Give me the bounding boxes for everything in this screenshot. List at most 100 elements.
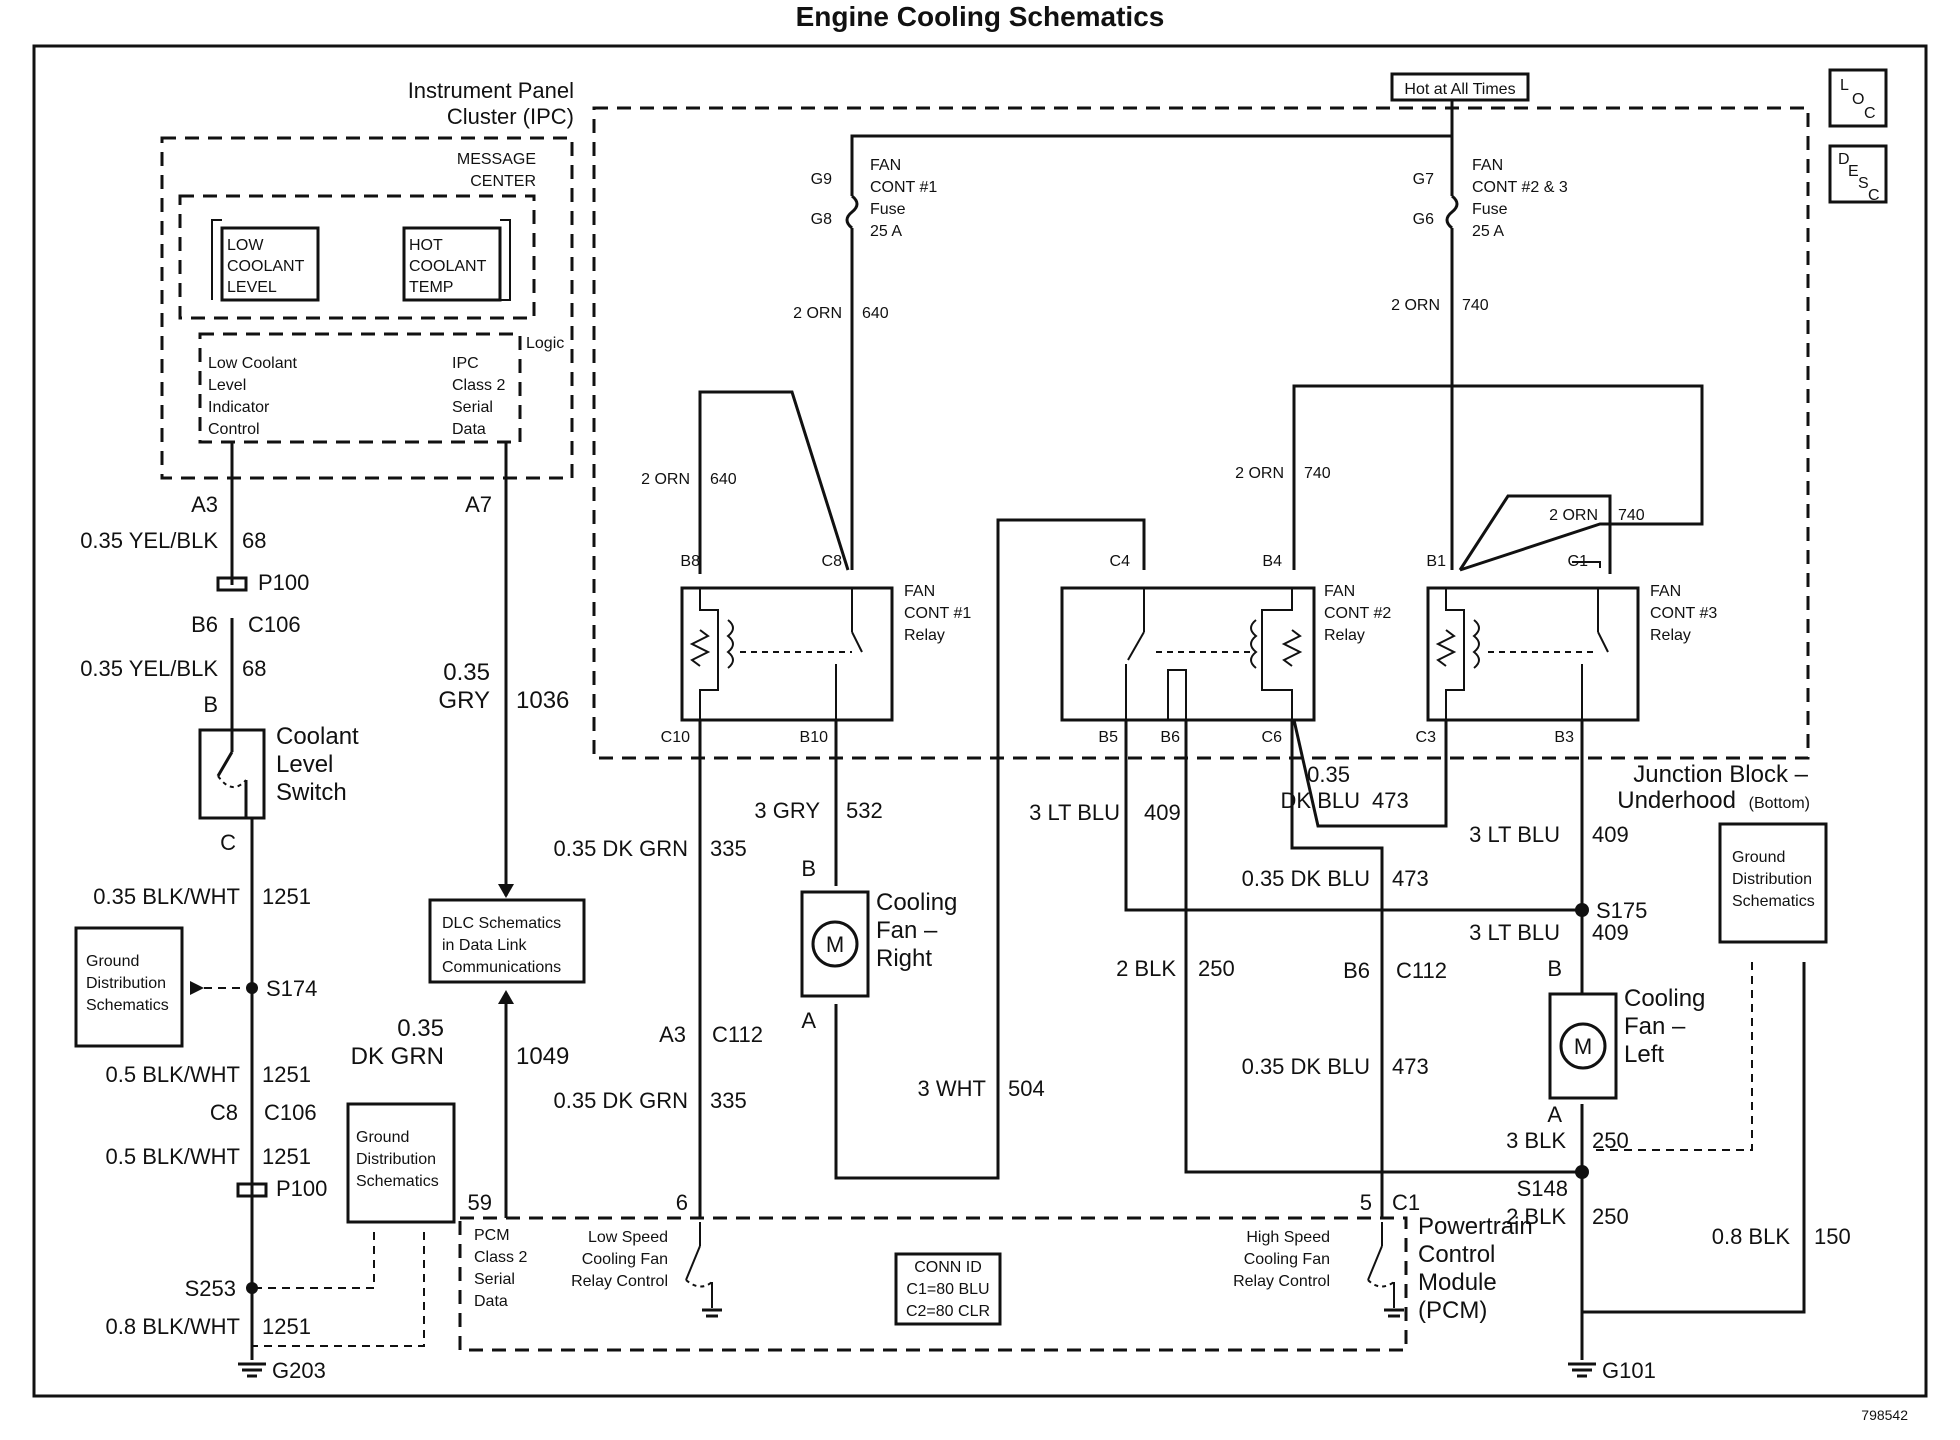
loc-button[interactable]: L O C xyxy=(1828,68,1888,128)
junction-block-label: Junction Block – xyxy=(1633,761,1808,788)
svg-text:532: 532 xyxy=(846,798,883,823)
svg-text:C112: C112 xyxy=(712,1022,763,1047)
svg-text:Fan –: Fan – xyxy=(1624,1013,1686,1040)
arrow-icon xyxy=(190,981,204,995)
svg-text:3 GRY: 3 GRY xyxy=(754,798,820,823)
svg-text:B: B xyxy=(203,692,218,717)
svg-text:1251: 1251 xyxy=(262,1314,311,1339)
svg-text:409: 409 xyxy=(1592,920,1629,945)
svg-text:C8: C8 xyxy=(822,553,843,570)
svg-text:FAN: FAN xyxy=(1324,583,1355,600)
svg-text:Cooling Fan: Cooling Fan xyxy=(1244,1251,1330,1268)
svg-text:0.35 DK GRN: 0.35 DK GRN xyxy=(554,836,689,861)
svg-text:68: 68 xyxy=(242,528,266,553)
cooling-fan-left-motor: M xyxy=(1548,992,1618,1100)
svg-text:DLC Schematics: DLC Schematics xyxy=(442,915,561,932)
svg-text:CONT #2: CONT #2 xyxy=(1324,605,1391,622)
svg-text:P100: P100 xyxy=(276,1176,327,1201)
ground-distribution-right[interactable]: Ground Distribution Schematics xyxy=(1718,822,1828,944)
svg-text:B10: B10 xyxy=(800,729,829,746)
svg-text:Communications: Communications xyxy=(442,959,561,976)
svg-text:740: 740 xyxy=(1618,507,1645,524)
svg-text:CONN ID: CONN ID xyxy=(914,1259,982,1276)
svg-text:C1=80 BLU: C1=80 BLU xyxy=(906,1281,989,1298)
svg-text:E: E xyxy=(1848,163,1859,180)
dlc-schematics-link[interactable]: DLC Schematics in Data Link Communicatio… xyxy=(428,898,586,984)
svg-text:1049: 1049 xyxy=(516,1043,569,1070)
svg-text:Distribution: Distribution xyxy=(1732,871,1812,888)
svg-text:0.35: 0.35 xyxy=(1307,762,1350,787)
svg-text:C10: C10 xyxy=(661,729,690,746)
svg-text:G7: G7 xyxy=(1413,171,1434,188)
svg-text:Distribution: Distribution xyxy=(356,1151,436,1168)
svg-text:G9: G9 xyxy=(811,171,832,188)
svg-text:Ground: Ground xyxy=(1732,849,1785,866)
svg-text:3 WHT: 3 WHT xyxy=(918,1076,986,1101)
svg-text:0.8 BLK: 0.8 BLK xyxy=(1712,1224,1791,1249)
svg-text:2 ORN: 2 ORN xyxy=(793,305,842,322)
svg-text:409: 409 xyxy=(1592,822,1629,847)
figure-code: 798542 xyxy=(1861,1407,1908,1423)
svg-text:S: S xyxy=(1858,175,1869,192)
ground-icon xyxy=(702,1308,722,1318)
svg-text:B5: B5 xyxy=(1098,729,1118,746)
svg-text:A: A xyxy=(801,1008,816,1033)
svg-text:2 BLK: 2 BLK xyxy=(1506,1204,1566,1229)
svg-text:COOLANT: COOLANT xyxy=(409,258,487,275)
svg-text:L: L xyxy=(1840,77,1849,94)
svg-text:1251: 1251 xyxy=(262,1144,311,1169)
svg-text:O: O xyxy=(1852,91,1864,108)
svg-text:409: 409 xyxy=(1144,800,1181,825)
svg-text:in Data Link: in Data Link xyxy=(442,937,527,954)
svg-text:High Speed: High Speed xyxy=(1246,1229,1330,1246)
svg-text:0.35: 0.35 xyxy=(397,1015,444,1042)
ipc-serial-wire: A7 0.35 GRY 1036 xyxy=(438,442,569,898)
svg-text:Low Speed: Low Speed xyxy=(588,1229,668,1246)
ipc-title-1: Instrument Panel xyxy=(408,78,574,103)
svg-text:0.35 DK BLU: 0.35 DK BLU xyxy=(1242,1054,1370,1079)
fan-cont-1-relay: B8 C8 C10 B10 FAN CONT #1 Relay xyxy=(661,553,972,746)
ipc-title-2: Cluster (IPC) xyxy=(447,104,574,129)
svg-text:Hot at All Times: Hot at All Times xyxy=(1404,81,1515,98)
splice-s175-icon xyxy=(1575,903,1589,917)
splice-s253-icon xyxy=(246,1282,258,1294)
page-title: Engine Cooling Schematics xyxy=(796,1,1165,32)
diagram-frame xyxy=(32,44,1928,1398)
svg-text:473: 473 xyxy=(1392,1054,1429,1079)
svg-text:Serial: Serial xyxy=(474,1271,515,1288)
svg-text:C106: C106 xyxy=(248,612,301,637)
svg-text:Schematics: Schematics xyxy=(86,997,169,1014)
svg-text:2 ORN: 2 ORN xyxy=(1391,297,1440,314)
svg-text:Class 2: Class 2 xyxy=(452,377,505,394)
svg-text:Right: Right xyxy=(876,945,932,972)
conn-id-table xyxy=(894,1252,1002,1326)
svg-text:0.35 DK BLU: 0.35 DK BLU xyxy=(1242,866,1370,891)
svg-text:1251: 1251 xyxy=(262,884,311,909)
ground-distribution-mid[interactable]: Ground Distribution Schematics xyxy=(346,1102,456,1224)
svg-text:3 LT BLU: 3 LT BLU xyxy=(1469,920,1560,945)
junction-block xyxy=(592,106,1810,760)
svg-text:0.8 BLK/WHT: 0.8 BLK/WHT xyxy=(106,1314,240,1339)
svg-text:2 ORN: 2 ORN xyxy=(641,471,690,488)
svg-text:Ground: Ground xyxy=(86,953,139,970)
svg-text:3 LT BLU: 3 LT BLU xyxy=(1469,822,1560,847)
svg-text:0.35 DK GRN: 0.35 DK GRN xyxy=(554,1088,689,1113)
ground-distribution-left[interactable]: Ground Distribution Schematics xyxy=(74,926,184,1048)
svg-text:2 ORN: 2 ORN xyxy=(1235,465,1284,482)
svg-text:DK GRN: DK GRN xyxy=(351,1043,444,1070)
svg-text:0.35 YEL/BLK: 0.35 YEL/BLK xyxy=(80,528,218,553)
svg-text:250: 250 xyxy=(1592,1204,1629,1229)
svg-text:HOT: HOT xyxy=(409,237,443,254)
svg-text:Class 2: Class 2 xyxy=(474,1249,527,1266)
svg-text:Left: Left xyxy=(1624,1041,1664,1068)
svg-text:640: 640 xyxy=(862,305,889,322)
svg-text:B: B xyxy=(801,856,816,881)
svg-text:B3: B3 xyxy=(1554,729,1574,746)
svg-text:Schematics: Schematics xyxy=(356,1173,439,1190)
svg-text:FAN: FAN xyxy=(870,157,901,174)
fuse-fan-cont-2-3-icon: G7 G6 FAN CONT #2 & 3 Fuse 25 A xyxy=(1413,157,1568,240)
svg-text:2 BLK: 2 BLK xyxy=(1116,956,1176,981)
desc-button[interactable]: D E S C xyxy=(1828,144,1888,204)
p100b-connector-icon xyxy=(236,1182,268,1198)
svg-text:C112: C112 xyxy=(1396,958,1447,983)
